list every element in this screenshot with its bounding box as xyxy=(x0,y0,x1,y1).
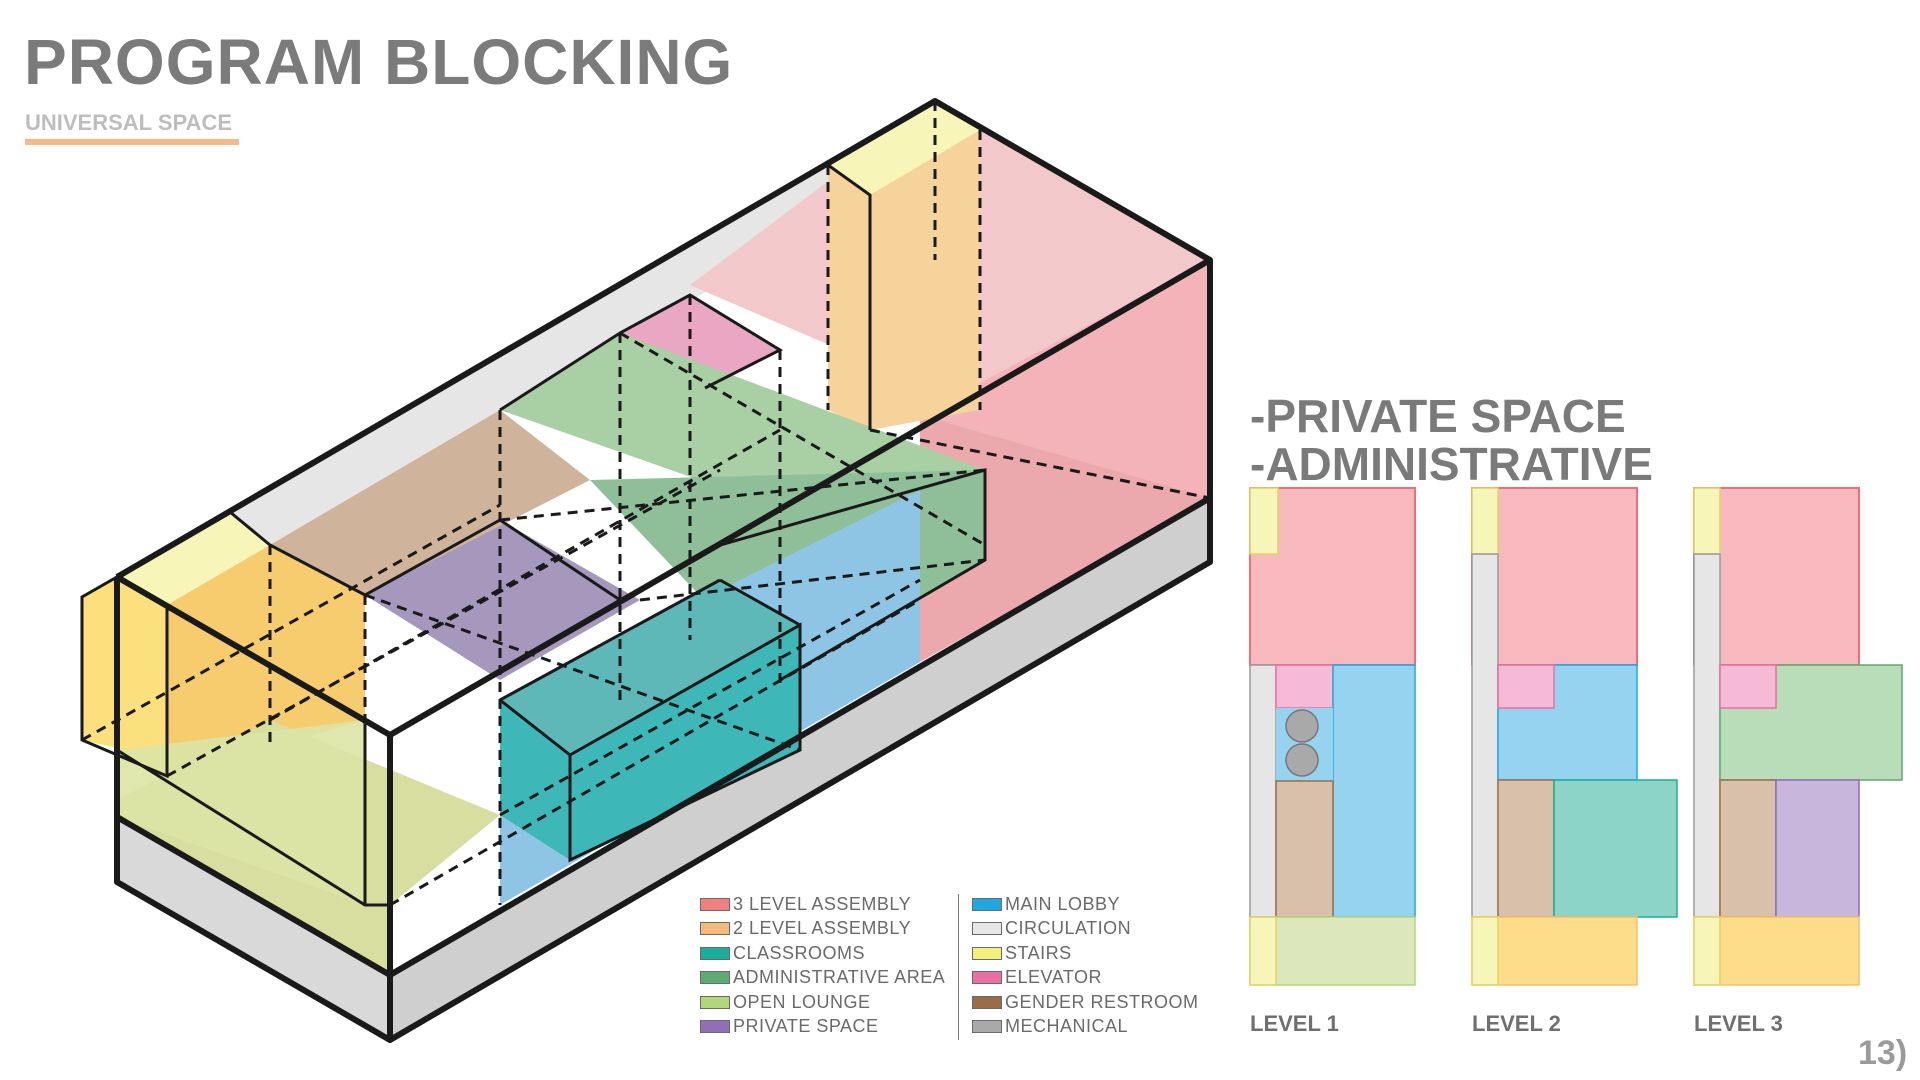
section-heading: -PRIVATE SPACE -ADMINISTRATIVE xyxy=(1250,392,1653,488)
heading-line: -PRIVATE SPACE xyxy=(1250,390,1626,442)
legend-item: PRIVATE SPACE xyxy=(700,1015,945,1040)
legend-divider xyxy=(958,894,959,1040)
level-2-label: LEVEL 2 xyxy=(1472,1011,1561,1036)
legend-item: GENDER RESTROOM xyxy=(972,990,1199,1015)
level-1-label: LEVEL 1 xyxy=(1250,1011,1339,1036)
legend-label: CIRCULATION xyxy=(1005,918,1132,939)
legend-label: CLASSROOMS xyxy=(733,942,866,963)
legend-swatch xyxy=(972,897,1002,911)
legend-item: ADMINISTRATIVE AREA xyxy=(700,966,945,991)
legend-item: CIRCULATION xyxy=(972,917,1199,942)
classrooms-front xyxy=(500,625,800,860)
legend-column-right: MAIN LOBBY CIRCULATION STAIRS ELEVATOR GENDE… xyxy=(972,892,1199,1039)
subtitle-underline xyxy=(25,139,239,145)
page-title: PROGRAM BLOCKING xyxy=(24,26,734,98)
legend-item: STAIRS xyxy=(972,941,1199,966)
open-lounge-front xyxy=(117,720,365,905)
elevator-block xyxy=(620,295,780,388)
legend-item: 3 LEVEL ASSEMBLY xyxy=(700,892,945,917)
legend-item: MAIN LOBBY xyxy=(972,892,1199,917)
level-2-plan xyxy=(1471,487,1678,986)
legend-swatch xyxy=(700,971,730,985)
legend-swatch xyxy=(972,922,1002,936)
legend-label: 3 LEVEL ASSEMBLY xyxy=(733,893,912,914)
legend-item: 2 LEVEL ASSEMBLY xyxy=(700,917,945,942)
building-envelope xyxy=(114,98,1213,1043)
legend-swatch xyxy=(700,922,730,936)
mechanical-unit xyxy=(1285,709,1319,743)
page-number: 13) xyxy=(1858,1034,1908,1072)
legend-swatch xyxy=(700,1020,730,1034)
page-subtitle: UNIVERSAL SPACE xyxy=(25,110,233,135)
legend-swatch xyxy=(972,971,1002,985)
legend-label: PRIVATE SPACE xyxy=(733,1016,879,1037)
legend-swatch xyxy=(700,946,730,960)
legend: 3 LEVEL ASSEMBLY 2 LEVEL ASSEMBLY CLASSROO… xyxy=(700,892,1220,1042)
stairs-top-right xyxy=(828,101,980,195)
level-1-plan xyxy=(1249,487,1416,986)
legend-swatch xyxy=(972,995,1002,1009)
stairs-left-top xyxy=(117,512,270,605)
legend-item: MECHANICAL xyxy=(972,1015,1199,1040)
assembly-2-level-upper xyxy=(270,410,590,595)
stairs-left xyxy=(82,577,167,776)
assembly-2-level xyxy=(828,130,980,430)
legend-label: 2 LEVEL ASSEMBLY xyxy=(733,918,912,939)
legend-swatch xyxy=(972,946,1002,960)
legend-label: STAIRS xyxy=(1005,942,1072,963)
legend-label: ELEVATOR xyxy=(1005,967,1103,988)
legend-swatch xyxy=(700,897,730,911)
mechanical-unit xyxy=(1285,743,1319,777)
level-3-label: LEVEL 3 xyxy=(1694,1011,1783,1036)
legend-item: ELEVATOR xyxy=(972,966,1199,991)
legend-item: OPEN LOUNGE xyxy=(700,990,945,1015)
legend-label: MAIN LOBBY xyxy=(1005,893,1121,914)
legend-swatch xyxy=(972,1020,1002,1034)
heading-line: -ADMINISTRATIVE xyxy=(1250,438,1653,490)
base-slab-front xyxy=(117,817,390,1040)
classrooms-top xyxy=(500,580,800,755)
base-slab-side xyxy=(390,498,1210,1040)
legend-label: GENDER RESTROOM xyxy=(1005,991,1199,1012)
legend-label: OPEN LOUNGE xyxy=(733,991,871,1012)
legend-label: ADMINISTRATIVE AREA xyxy=(733,967,946,988)
legend-label: MECHANICAL xyxy=(1005,1016,1129,1037)
level-3-plan xyxy=(1693,487,1903,986)
legend-column-left: 3 LEVEL ASSEMBLY 2 LEVEL ASSEMBLY CLASSROO… xyxy=(700,892,945,1039)
legend-item: CLASSROOMS xyxy=(700,941,945,966)
assembly-3-level-floor xyxy=(920,415,1210,662)
legend-swatch xyxy=(700,995,730,1009)
private-space xyxy=(365,520,640,680)
